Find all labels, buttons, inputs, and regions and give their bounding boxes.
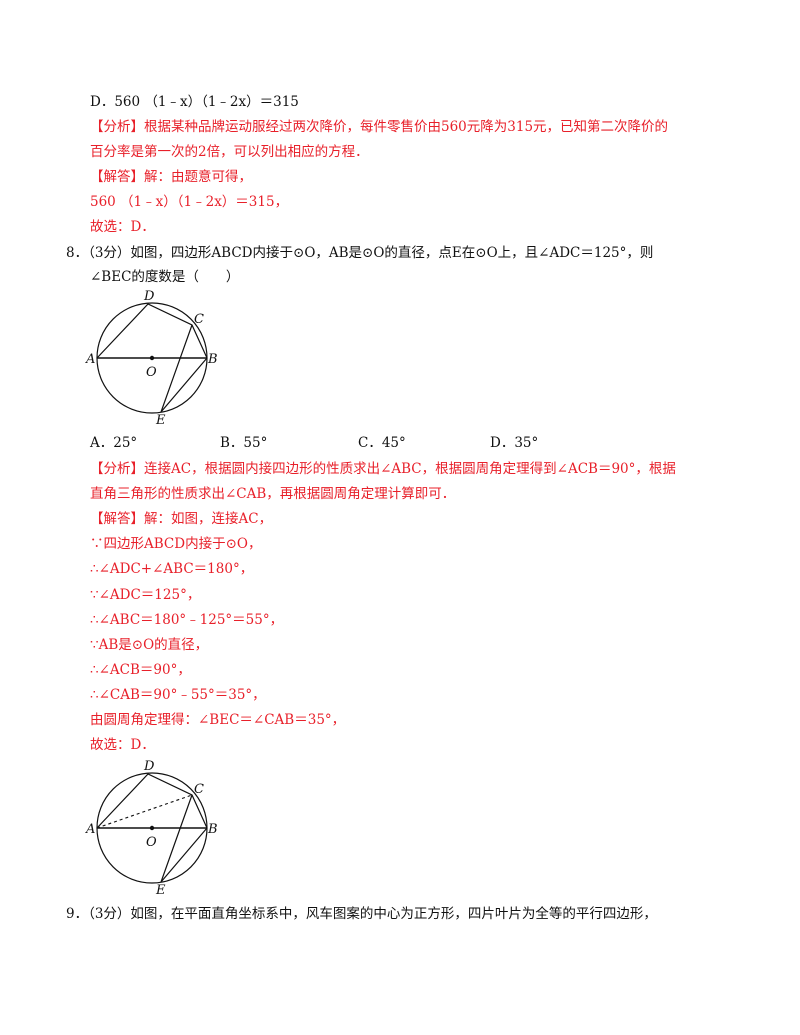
q8-step-7: ∴∠CAB＝90°﹣55°＝35°， <box>90 687 266 703</box>
q8-step-6: ∴∠ACB＝90°， <box>90 662 191 678</box>
q8-step-1: ∵四边形ABCD内接于⊙O， <box>90 536 262 552</box>
q8-analysis-text-1: 连接AC，根据圆内接四边形的性质求出∠ABC，根据圆周角定理得到∠ACB＝90°… <box>144 461 676 477</box>
label-c: C <box>194 782 204 797</box>
q7-option-d: D．560 （1﹣x）（1﹣2x）＝315 <box>90 94 299 110</box>
q7-answer-text-2: 560 （1﹣x）（1﹣2x）＝315， <box>90 194 289 210</box>
label-o: O <box>146 365 157 380</box>
label-o: O <box>146 835 157 850</box>
option-b: B．55° <box>220 435 268 451</box>
q8-step-9: 故选：D． <box>90 737 155 753</box>
q7-answer: 【解答】解：由题意可得， <box>90 168 252 186</box>
answer-tag: 【解答】 <box>90 511 144 527</box>
label-c: C <box>194 312 204 327</box>
q8-step-4: ∴∠ABC＝180°﹣125°＝55°， <box>90 612 284 628</box>
q7-analysis-text-1: 根据某种品牌运动服经过两次降价，每件零售价由560元降为315元，已知第二次降价… <box>144 119 669 135</box>
label-a: A <box>85 822 95 837</box>
q7-answer-text-1: 解：由题意可得， <box>144 169 252 185</box>
q8-stem-1: 8．（3分）如图，四边形ABCD内接于⊙O，AB是⊙O的直径，点E在⊙O上，且∠… <box>66 245 654 261</box>
option-c: C．45° <box>358 435 406 451</box>
answer-tag: 【解答】 <box>90 169 144 185</box>
q8-answer: 【解答】解：如图，连接AC， <box>90 510 272 528</box>
q7-analysis-text-2: 百分率是第一次的2倍，可以列出相应的方程． <box>90 144 369 160</box>
q8-options: A．25° B．55° C．45° D．35° <box>90 434 610 452</box>
label-a: A <box>85 352 95 367</box>
q8-figure: A B C D E O <box>85 289 218 425</box>
q8-step-2: ∴∠ADC+∠ABC＝180°， <box>90 561 254 577</box>
q8-step-0: 解：如图，连接AC， <box>144 511 273 527</box>
q8-analysis: 【分析】连接AC，根据圆内接四边形的性质求出∠ABC，根据圆周角定理得到∠ACB… <box>90 460 676 478</box>
label-e: E <box>155 413 166 425</box>
q9-stem-1: 9．（3分）如图，在平面直角坐标系中，风车图案的中心为正方形，四片叶片为全等的平… <box>66 906 657 922</box>
analysis-tag: 【分析】 <box>90 461 144 477</box>
q7-choose: 故选：D． <box>90 219 155 235</box>
label-d: D <box>143 759 155 774</box>
q8-step-8: 由圆周角定理得：∠BEC＝∠CAB＝35°， <box>90 712 346 728</box>
label-d: D <box>143 289 155 304</box>
label-b: B <box>207 822 218 837</box>
q8-step-3: ∵∠ADC＝125°， <box>90 587 201 603</box>
q7-analysis: 【分析】根据某种品牌运动服经过两次降价，每件零售价由560元降为315元，已知第… <box>90 118 668 136</box>
label-e: E <box>155 883 166 895</box>
q8-stem-2: ∠BEC的度数是（ ） <box>90 269 240 285</box>
analysis-tag: 【分析】 <box>90 119 144 135</box>
option-a: A．25° <box>90 435 138 451</box>
label-b: B <box>207 352 218 367</box>
option-d: D．35° <box>490 435 539 451</box>
q8-analysis-text-2: 直角三角形的性质求出∠CAB，再根据圆周角定理计算即可． <box>90 486 456 502</box>
q8-solution-figure: A B C D E O <box>85 759 218 895</box>
q8-step-5: ∵AB是⊙O的直径， <box>90 637 209 653</box>
